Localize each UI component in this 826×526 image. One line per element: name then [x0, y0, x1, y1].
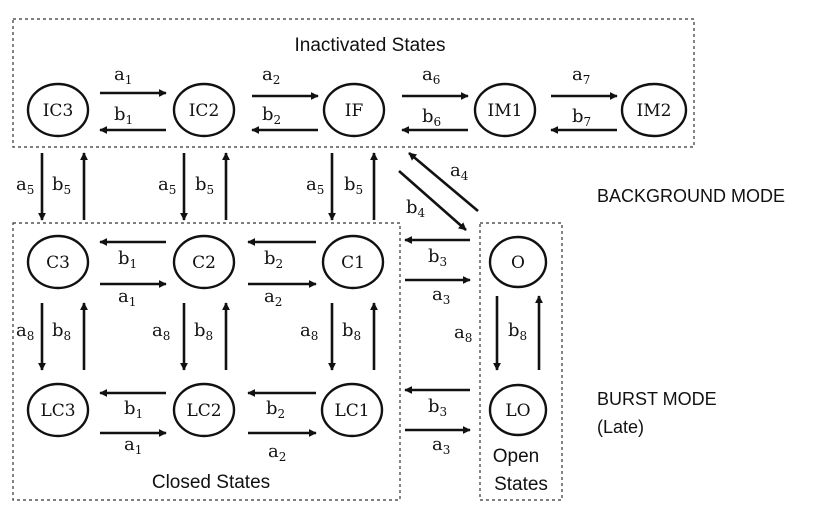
rate-b3-closed: b3	[428, 246, 447, 269]
state-IC3: IC3	[26, 82, 90, 138]
closed-states-box	[12, 222, 401, 501]
state-label-LO: LO	[505, 401, 530, 421]
burst-mode-label-line2: (Late)	[597, 417, 644, 437]
state-label-IF: IF	[345, 101, 364, 121]
rate-a2-closed: a2	[264, 286, 282, 309]
rate-a2-late: a2	[268, 441, 286, 464]
rate-a8-right: a8	[300, 320, 318, 343]
rate-b1-closed: b1	[118, 248, 137, 271]
rate-b8-mid: b8	[194, 320, 213, 343]
rate-a5-left: a5	[16, 174, 34, 197]
rate-a1-top: a1	[114, 64, 132, 87]
rate-b8-open: b8	[508, 320, 527, 343]
rate-a3-closed: a3	[432, 284, 450, 307]
state-label-IC2: IC2	[189, 101, 220, 121]
state-LC3: LC3	[26, 382, 90, 438]
rate-b4: b4	[406, 197, 426, 220]
rate-b1-late: b1	[124, 398, 143, 421]
rate-b6: b6	[422, 106, 441, 129]
state-IM1: IM1	[473, 82, 537, 138]
background-mode-label: BACKGROUND MODE	[597, 186, 785, 206]
rate-b2-closed: b2	[264, 248, 283, 271]
closed-states-title: Closed States	[152, 472, 270, 493]
state-IC2: IC2	[172, 82, 236, 138]
state-label-LC1: LC1	[334, 401, 369, 421]
burst-mode-label-line1: BURST MODE	[597, 389, 717, 409]
rate-b7: b7	[572, 106, 591, 129]
state-C3: C3	[26, 234, 90, 290]
state-label-C1: C1	[341, 253, 365, 273]
state-label-IM1: IM1	[488, 101, 523, 121]
rate-a5-mid: a5	[158, 174, 176, 197]
rate-a3-late: a3	[432, 434, 450, 457]
rate-b1-top: b1	[114, 104, 133, 127]
state-C2: C2	[172, 234, 236, 290]
state-label-C2: C2	[192, 253, 216, 273]
rate-b2-top: b2	[262, 104, 281, 127]
inactivated-states-title: Inactivated States	[294, 35, 445, 56]
open-states-title-line2: States	[494, 474, 548, 495]
open-states-title-line1: Open	[493, 446, 539, 467]
rate-a5-right: a5	[306, 174, 324, 197]
state-IM2: IM2	[620, 82, 688, 138]
state-label-LC2: LC2	[186, 401, 221, 421]
arrow-O-to-IF	[408, 152, 479, 212]
rate-a2-top: a2	[262, 64, 280, 87]
state-IF: IF	[322, 82, 386, 138]
rate-a1-late: a1	[124, 434, 142, 457]
state-O: O	[488, 235, 548, 289]
rate-b3-late: b3	[428, 396, 447, 419]
state-label-O: O	[511, 253, 525, 273]
arrow-IF-to-O	[398, 170, 467, 231]
rate-b8-right: b8	[342, 320, 361, 343]
state-label-LC3: LC3	[40, 401, 75, 421]
state-LO: LO	[488, 383, 548, 437]
rate-b8-left: b8	[52, 320, 71, 343]
rate-a8-mid: a8	[152, 320, 170, 343]
state-LC2: LC2	[172, 382, 236, 438]
state-label-C3: C3	[46, 253, 70, 273]
state-C1: C1	[321, 234, 385, 290]
rate-b2-late: b2	[266, 398, 285, 421]
inactivated-states-box	[12, 18, 695, 148]
rate-a8-open: a8	[454, 322, 472, 345]
rate-a7: a7	[572, 64, 590, 87]
state-label-IC3: IC3	[43, 101, 74, 121]
rate-a4: a4	[450, 160, 469, 183]
state-label-IM2: IM2	[637, 101, 672, 121]
rate-a8-left: a8	[16, 320, 34, 343]
rate-b5-mid: b5	[195, 174, 214, 197]
rate-b5-left: b5	[52, 174, 71, 197]
rate-b5-right: b5	[344, 174, 363, 197]
rate-a6: a6	[422, 64, 440, 87]
state-LC1: LC1	[320, 382, 384, 438]
rate-a1-closed: a1	[118, 286, 136, 309]
